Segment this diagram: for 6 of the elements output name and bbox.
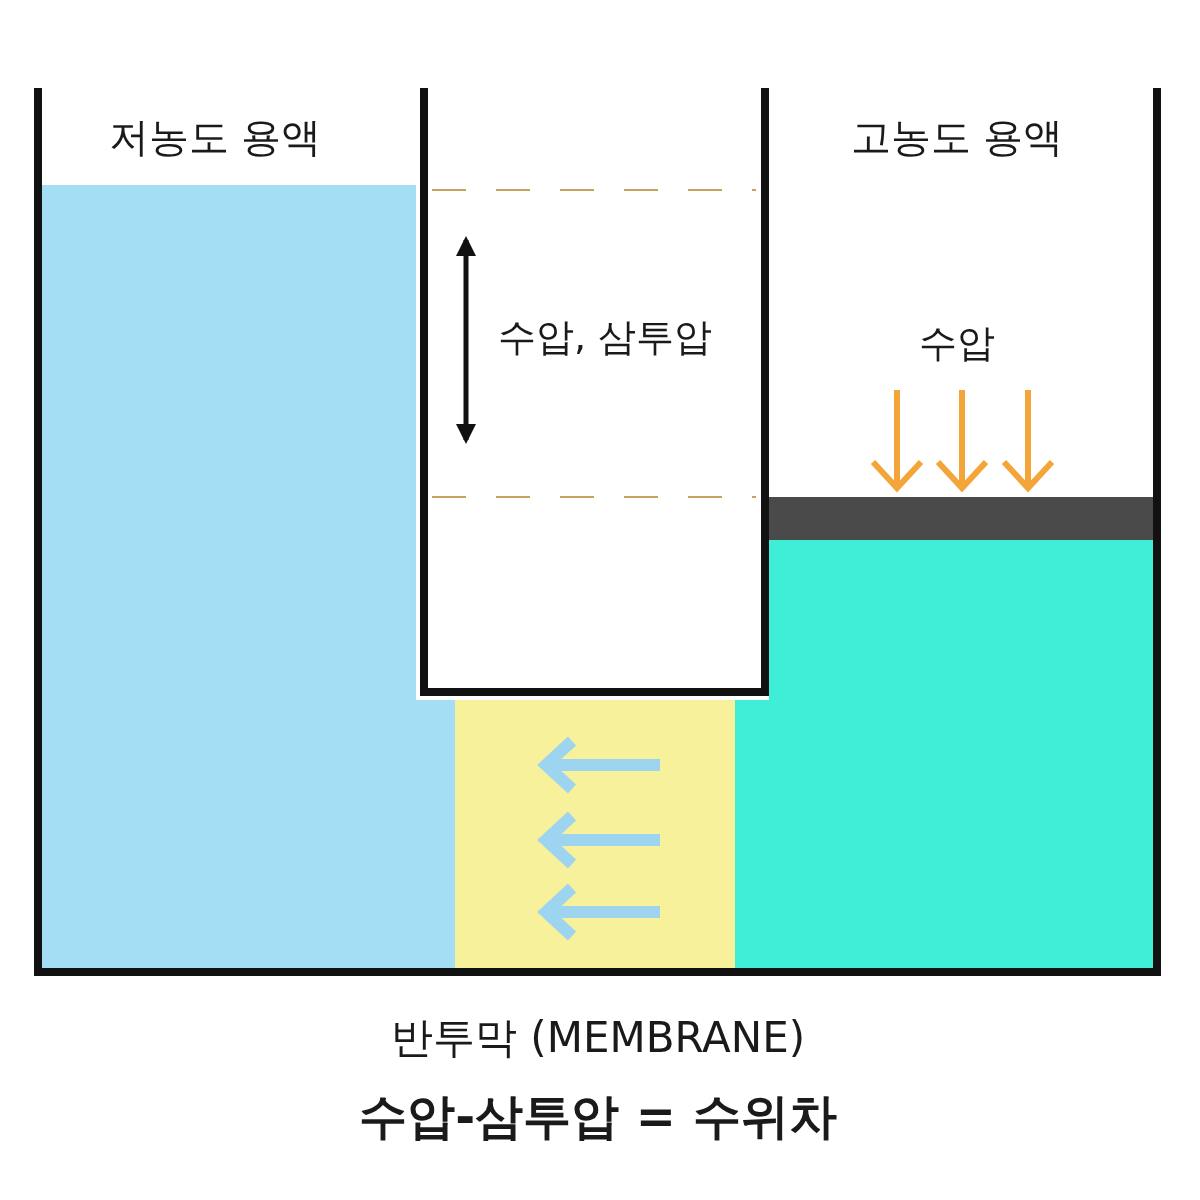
pressure-label: 수압: [919, 320, 995, 367]
membrane-label: 반투막 (MEMBRANE): [390, 1012, 806, 1064]
caption: 수압-삼투압 = 수위차: [359, 1087, 837, 1146]
solution-label: 고농도 용액: [850, 113, 1064, 162]
solution-label: 저농도 용액: [108, 113, 322, 162]
pressure-label: 수압, 삼투압: [497, 314, 713, 361]
